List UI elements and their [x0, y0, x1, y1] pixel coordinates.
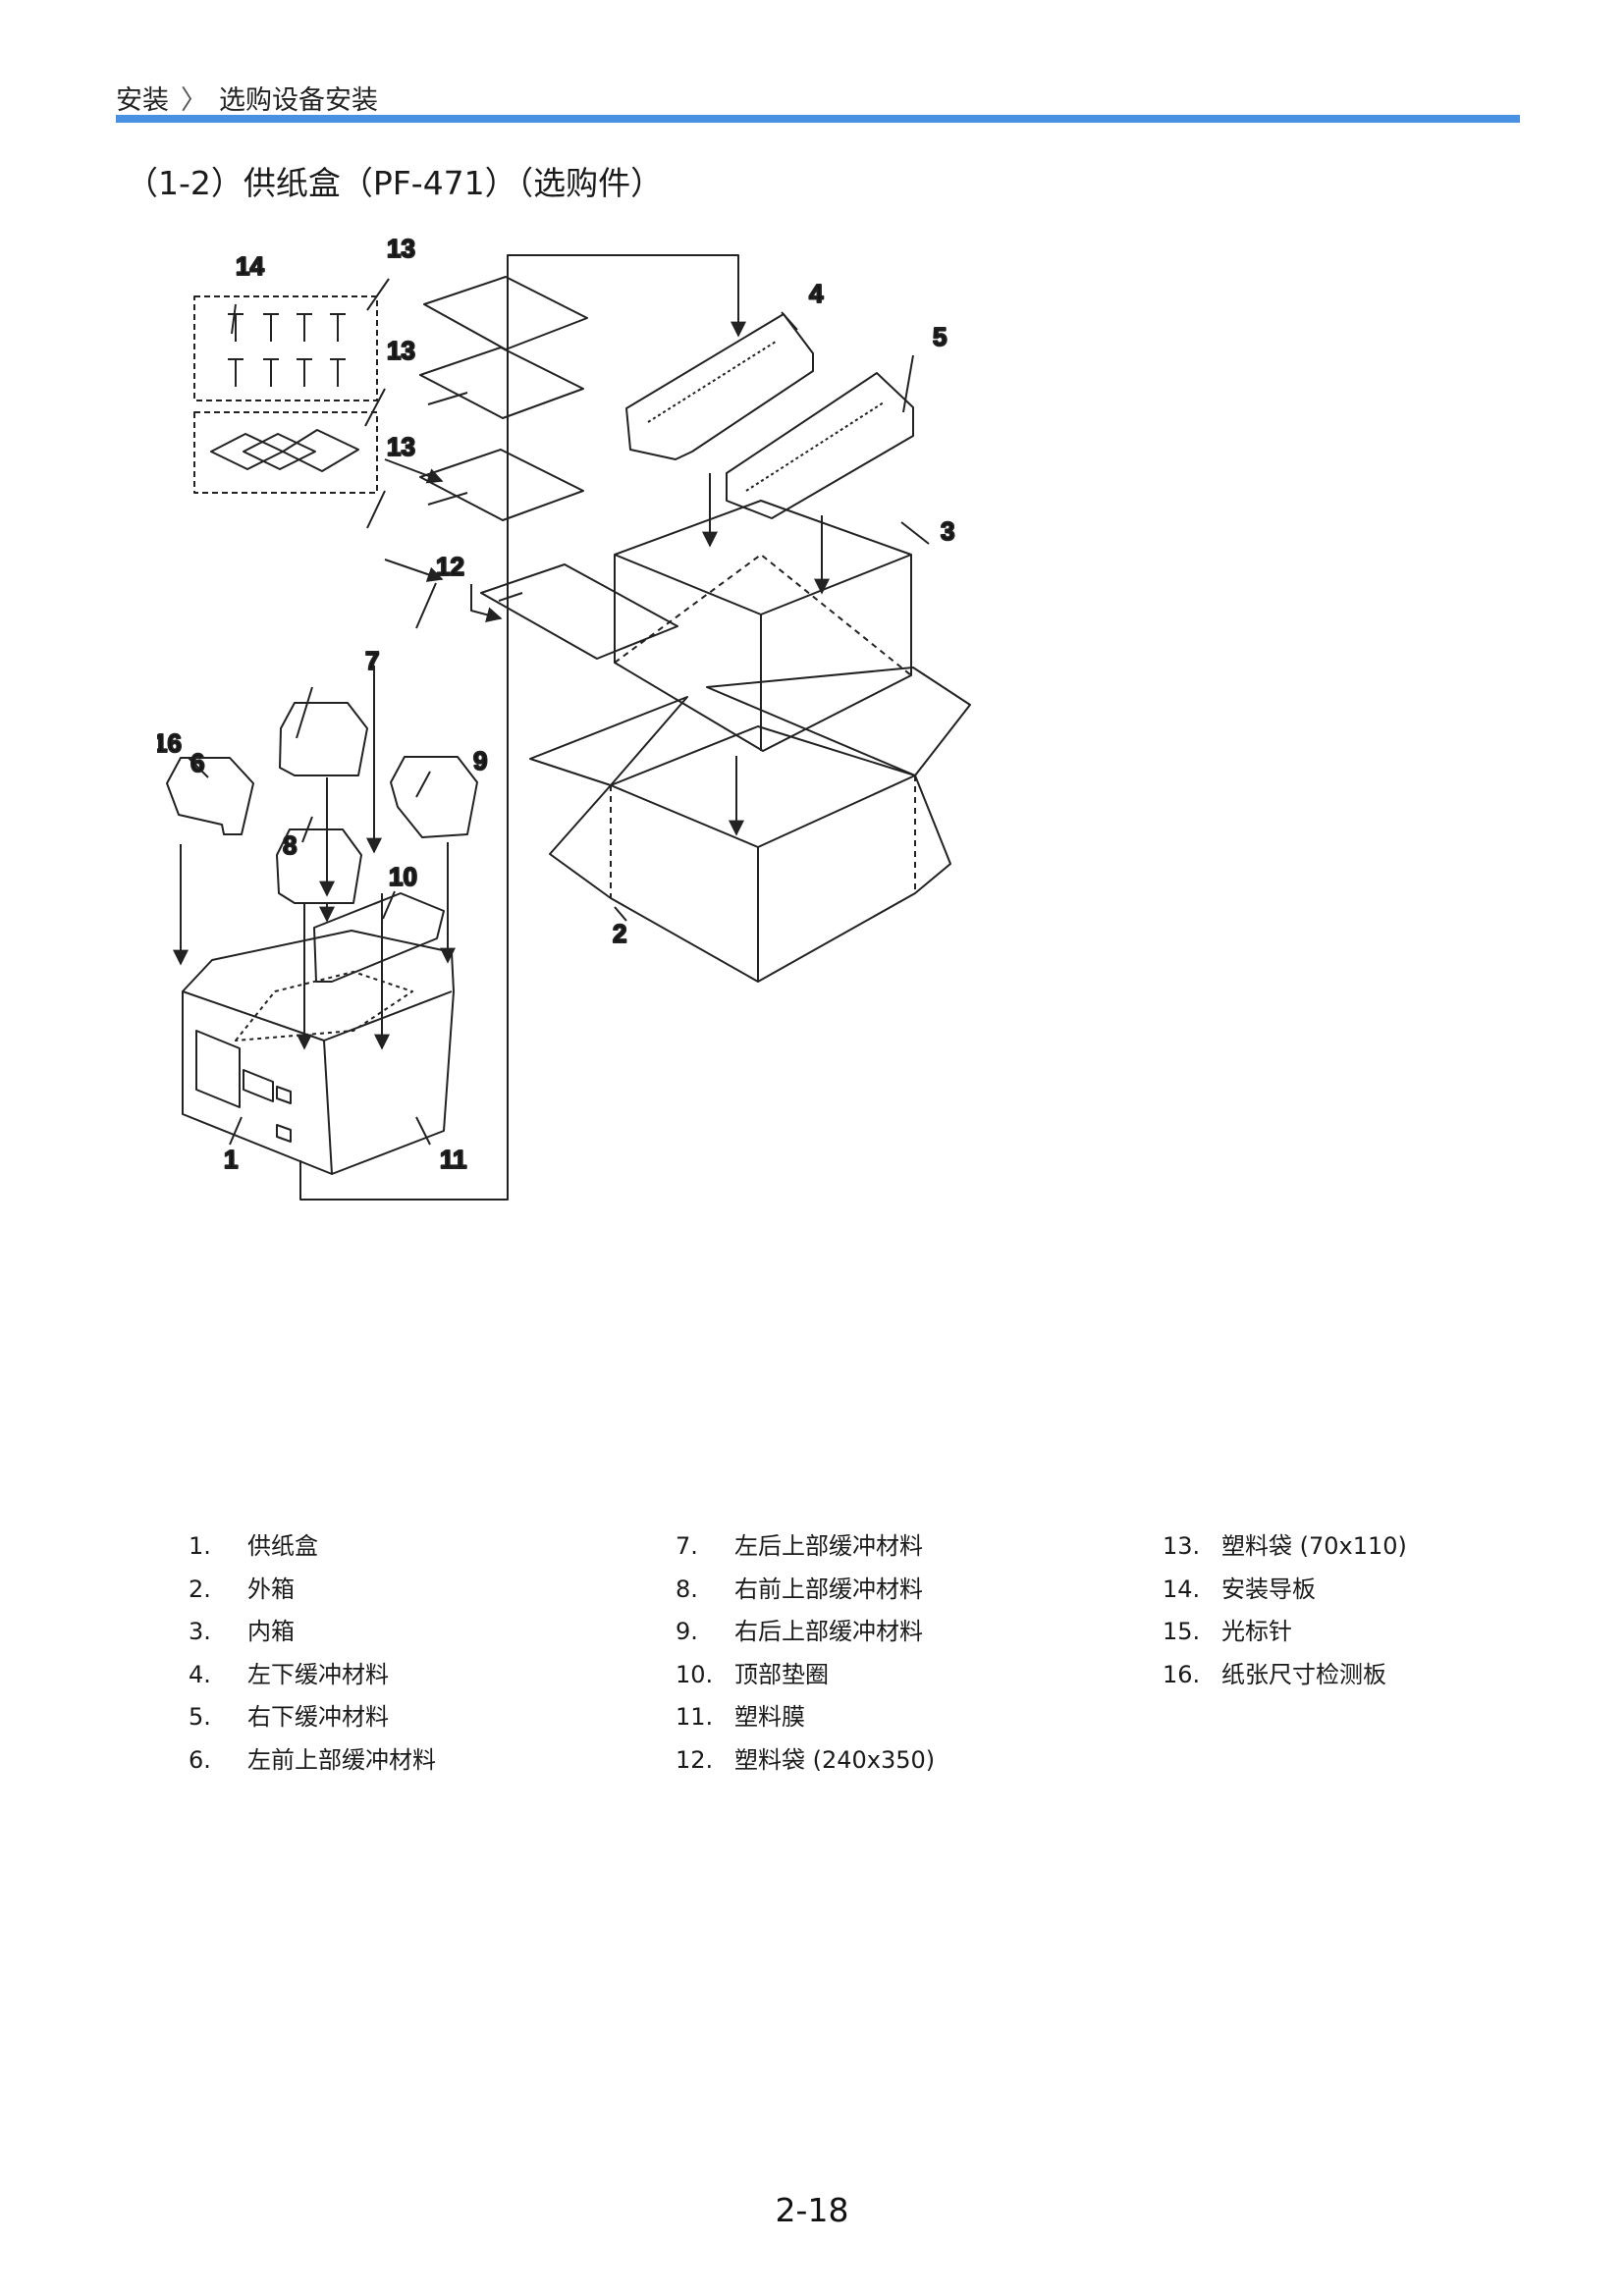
parts-legend-column-3: 13.塑料袋 (70x110) 14.安装导板 15.光标针 16.纸张尺寸检测… — [1163, 1525, 1407, 1696]
parts-legend-column-2: 7.左后上部缓冲材料 8.右前上部缓冲材料 9.右后上部缓冲材料 10.顶部垫圈… — [676, 1525, 935, 1782]
legend-item: 15.光标针 — [1163, 1618, 1292, 1645]
breadcrumb-separator: 〉 — [181, 85, 207, 116]
legend-item: 8.右前上部缓冲材料 — [676, 1575, 923, 1603]
legend-item: 13.塑料袋 (70x110) — [1163, 1532, 1407, 1560]
callout-10: 10 — [389, 862, 417, 891]
callout-9: 9 — [473, 746, 487, 775]
right-front-upper-cushion — [276, 828, 362, 904]
breadcrumb: 安装〉选购设备安装 — [116, 79, 378, 117]
plastic-bag-small-1 — [419, 347, 584, 419]
plastic-bag-large — [480, 563, 678, 660]
callout-11: 11 — [440, 1145, 467, 1174]
packaging-diagram: 14 13 13 13 16 12 7 6 9 8 10 4 5 3 2 1 1… — [152, 216, 1492, 1492]
parts-legend-column-1: 1.供纸盒 2.外箱 3.内箱 4.左下缓冲材料 5.右下缓冲材料 6.左前上部… — [189, 1525, 436, 1782]
callout-4: 4 — [809, 279, 824, 308]
breadcrumb-item-options[interactable]: 选购设备安装 — [219, 85, 378, 116]
legend-item: 2.外箱 — [189, 1575, 295, 1603]
legend-item: 5.右下缓冲材料 — [189, 1703, 389, 1731]
callout-7: 7 — [365, 646, 379, 675]
callout-13-b: 13 — [387, 432, 415, 461]
section-title: （1-2）供纸盒（PF-471）（选购件） — [126, 164, 664, 202]
left-rear-upper-cushion — [279, 702, 368, 776]
legend-item: 4.左下缓冲材料 — [189, 1660, 389, 1688]
callout-16: 16 — [157, 728, 182, 758]
plastic-bag-small-2 — [419, 449, 584, 521]
right-lower-cushion — [726, 372, 914, 519]
callout-6: 6 — [190, 748, 204, 777]
callout-5: 5 — [933, 322, 947, 351]
breadcrumb-item-install[interactable]: 安装 — [116, 85, 169, 116]
paper-feed-unit — [182, 930, 455, 1175]
callout-12: 12 — [436, 552, 464, 581]
legend-item: 14.安装导板 — [1163, 1575, 1316, 1603]
legend-item: 9.右后上部缓冲材料 — [676, 1618, 923, 1645]
left-front-upper-cushion — [166, 757, 254, 835]
outer-box — [529, 667, 971, 983]
left-lower-cushion — [625, 313, 814, 460]
paper-size-plates-group — [193, 411, 378, 494]
inner-box — [614, 500, 912, 752]
callout-13-a: 13 — [387, 336, 415, 365]
callout-8: 8 — [283, 830, 297, 860]
legend-item: 10.顶部垫圈 — [676, 1660, 829, 1688]
legend-item: 12.塑料袋 (240x350) — [676, 1745, 936, 1774]
right-rear-upper-cushion — [390, 756, 478, 838]
callout-2: 2 — [613, 919, 626, 948]
install-guide-sheet — [423, 276, 588, 350]
legend-item: 16.纸张尺寸检测板 — [1163, 1660, 1386, 1688]
cursor-pins-group — [193, 295, 378, 401]
legend-item: 6.左前上部缓冲材料 — [189, 1745, 436, 1774]
page-number: 2-18 — [775, 2191, 849, 2229]
callout-15: 14 — [236, 251, 264, 281]
legend-item: 7.左后上部缓冲材料 — [676, 1532, 923, 1560]
legend-item: 3.内箱 — [189, 1618, 295, 1645]
legend-item: 11.塑料膜 — [676, 1703, 805, 1731]
callout-14: 13 — [387, 234, 415, 263]
legend-item: 1.供纸盒 — [189, 1532, 318, 1560]
callout-3: 3 — [941, 516, 954, 546]
header-rule — [116, 115, 1520, 123]
callout-1: 1 — [224, 1145, 238, 1174]
